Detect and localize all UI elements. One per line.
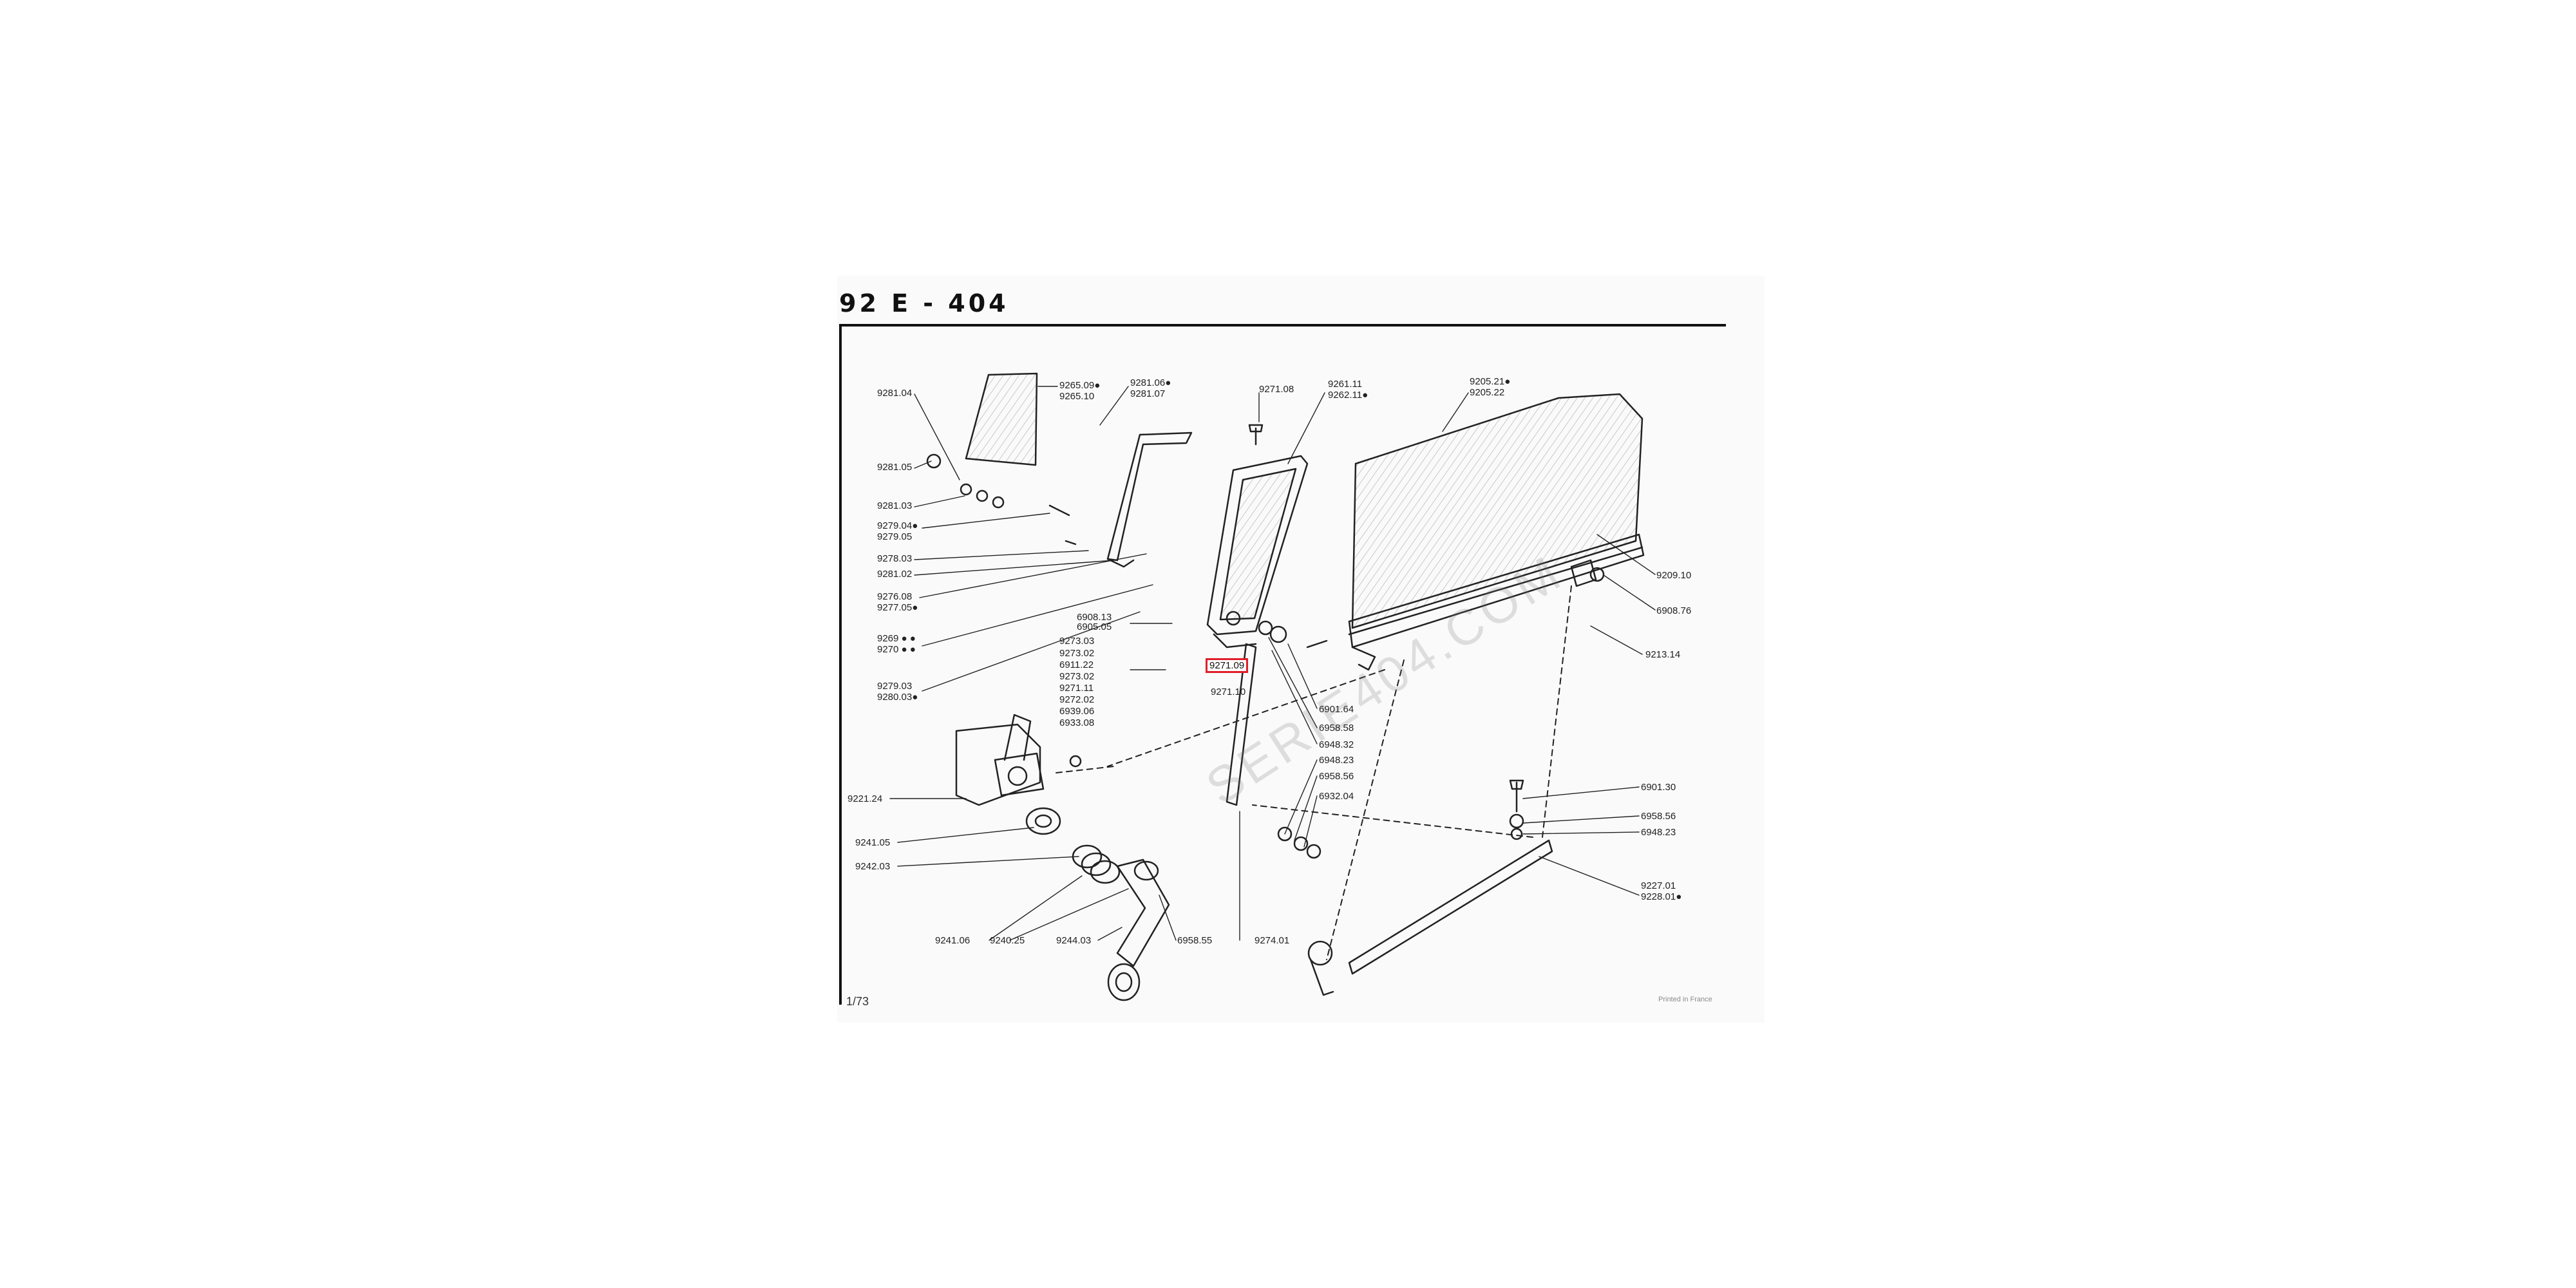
part-label: 9209.10 <box>1656 570 1692 581</box>
part-label: 6958.56 <box>1319 771 1354 782</box>
part-label: 6939.06 <box>1059 706 1095 717</box>
part-label: 9278.03 <box>877 553 913 564</box>
part-label: 9228.01● <box>1641 891 1682 902</box>
frame-left-rule <box>839 325 842 1005</box>
quarter-glass <box>965 372 1038 466</box>
part-label: 9271.11 <box>1059 683 1094 694</box>
part-label: 9279.03 <box>877 681 913 692</box>
printed-note: Printed in France <box>1658 996 1712 1003</box>
leader-lines <box>889 386 1656 941</box>
part-label: 9269 ● ● <box>877 633 916 644</box>
part-label: 9270 ● ● <box>877 644 916 655</box>
part-label: 6901.30 <box>1641 782 1676 793</box>
part-label: 9240.25 <box>990 935 1025 946</box>
assembly-dashed-lines <box>1056 585 1572 960</box>
part-label: 9261.11 <box>1328 379 1363 390</box>
regulator-arm <box>1226 643 1553 996</box>
regulator-mechanism <box>955 714 1045 806</box>
part-label: 9276.08 <box>877 591 913 602</box>
part-label: 6911.22 <box>1059 659 1094 670</box>
part-label: 9281.06● <box>1130 377 1171 388</box>
part-label: 9265.10 <box>1059 391 1095 402</box>
part-label: 9241.05 <box>855 837 891 848</box>
part-label: 9273.03 <box>1059 636 1095 647</box>
part-label: 9273.02 <box>1059 671 1095 682</box>
part-label: 6958.56 <box>1641 811 1676 822</box>
part-label: 9205.22 <box>1470 387 1505 398</box>
part-label: 6905.05 <box>1077 621 1112 632</box>
glass-channel-bracket <box>1570 559 1597 587</box>
page-title: 92 E - 404 <box>839 289 1009 317</box>
part-label: 6908.13 <box>1077 612 1112 623</box>
part-label: 6958.58 <box>1319 723 1354 734</box>
part-label: 9244.03 <box>1056 935 1092 946</box>
part-label: 9221.24 <box>848 793 883 804</box>
part-label: 9271.10 <box>1211 687 1246 697</box>
part-label: 9280.03● <box>877 692 918 703</box>
part-label: 9205.21● <box>1470 376 1511 387</box>
part-label: 9277.05● <box>877 602 918 613</box>
window-crank-handle <box>1107 858 1170 1001</box>
part-label: 6932.04 <box>1319 791 1354 802</box>
part-label: 9271.08 <box>1259 384 1294 395</box>
vent-window-frame <box>1206 455 1309 649</box>
part-label: 9281.04 <box>877 388 913 399</box>
part-label: 9272.02 <box>1059 694 1095 705</box>
part-label: 9274.01 <box>1255 935 1290 946</box>
part-label: 9281.02 <box>877 569 913 580</box>
part-label: 6958.55 <box>1177 935 1213 946</box>
part-label: 6901.64 <box>1319 704 1354 715</box>
part-label: 9262.11● <box>1328 390 1368 401</box>
part-label: 9241.06 <box>935 935 971 946</box>
part-label: 9281.07 <box>1130 388 1166 399</box>
part-label: 6933.08 <box>1059 717 1095 728</box>
part-label: 9227.01 <box>1641 880 1676 891</box>
part-label: 9279.05 <box>877 531 913 542</box>
highlighted-part-label[interactable]: 9271.09 <box>1206 658 1249 673</box>
part-label: 6908.76 <box>1656 605 1692 616</box>
part-label: 6948.23 <box>1641 827 1676 838</box>
part-label: 9281.05 <box>877 462 913 473</box>
quarter-window-frame <box>1106 431 1193 568</box>
title-rule <box>839 324 1726 327</box>
part-label: 6948.32 <box>1319 739 1354 750</box>
door-glass <box>1348 393 1645 671</box>
part-label: 9273.02 <box>1059 648 1095 659</box>
page-number: 1/73 <box>846 995 869 1008</box>
part-label: 9242.03 <box>855 861 891 872</box>
part-label: 9281.03 <box>877 500 913 511</box>
part-label: 9265.09● <box>1059 380 1101 391</box>
bolts-and-screws <box>1048 424 1524 813</box>
part-label: 9213.14 <box>1645 649 1681 660</box>
part-label: 6948.23 <box>1319 755 1354 766</box>
part-label: 9279.04● <box>877 520 918 531</box>
